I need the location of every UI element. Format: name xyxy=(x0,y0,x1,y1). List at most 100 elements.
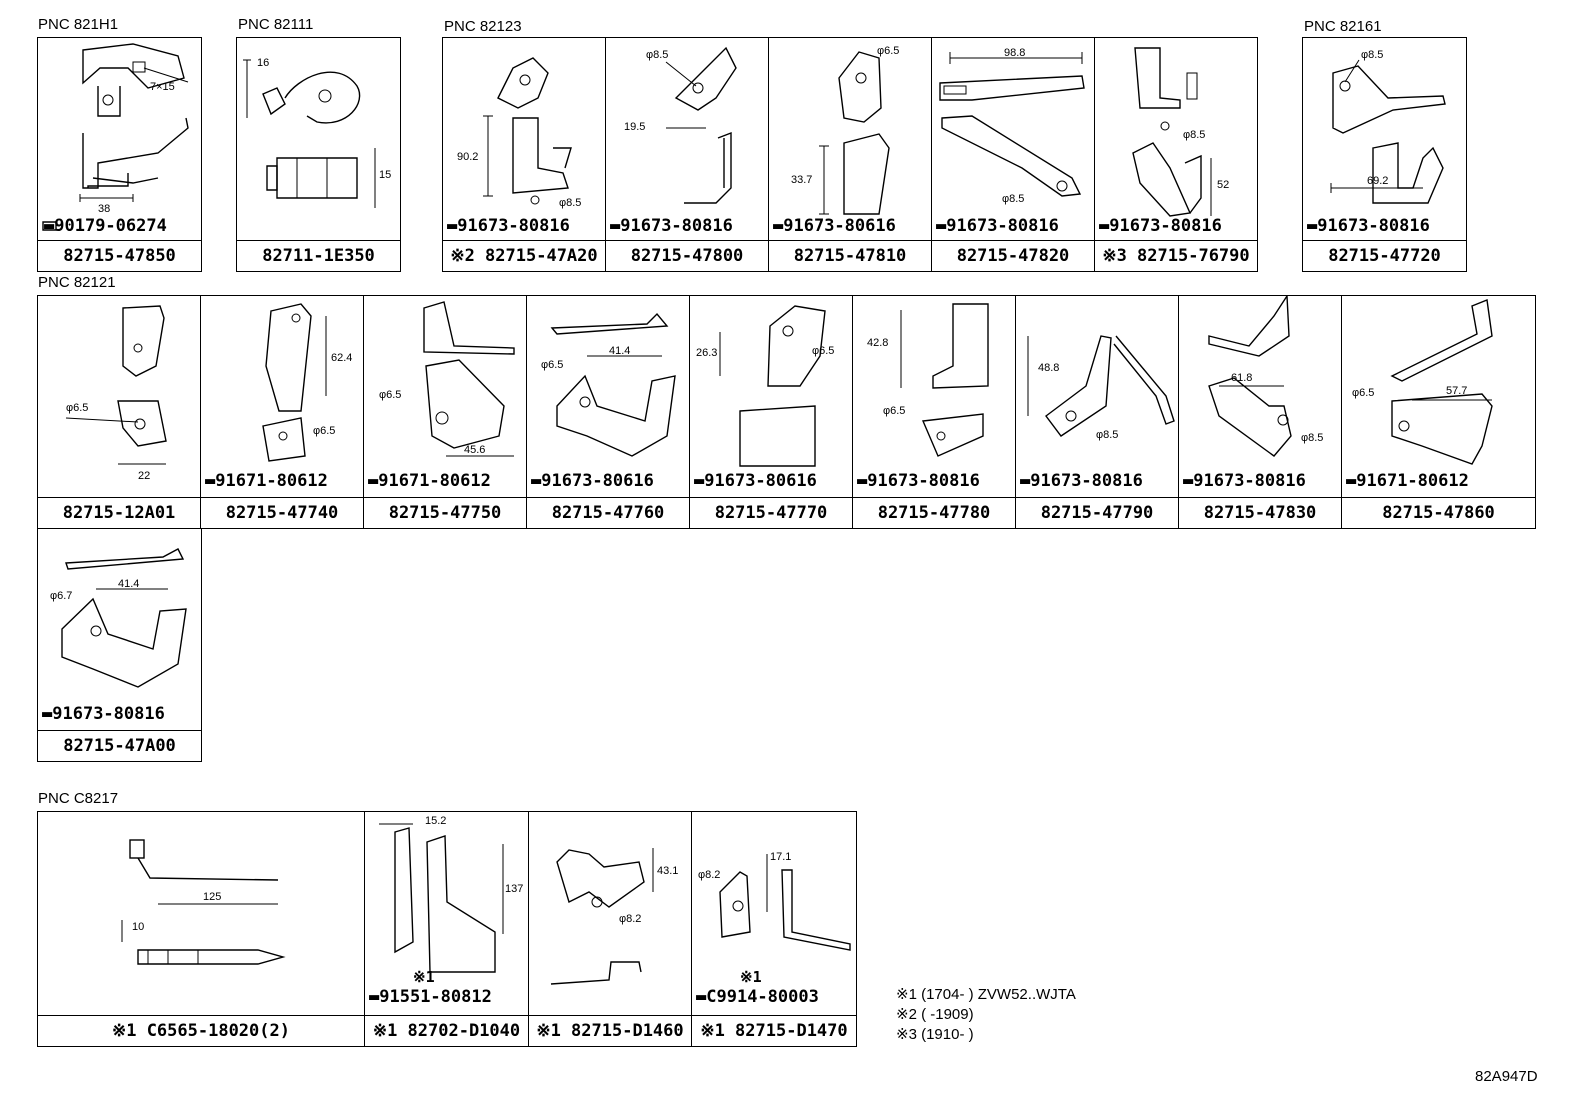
part-cell[interactable]: φ6.5 22 82715-12A01 xyxy=(38,296,201,528)
part-cell[interactable]: 125 10 ※1 C6565-18020(2) xyxy=(38,812,365,1046)
part-cell[interactable]: 26.3 φ6.5 ▬91673-80616 82715-47770 xyxy=(690,296,853,528)
svg-text:φ6.5: φ6.5 xyxy=(883,405,905,417)
bracket-drawing: φ6.5 22 xyxy=(65,305,167,482)
bolt-label: ▬91673-80816 xyxy=(1183,471,1306,491)
part-number-caption[interactable]: 82715-47820 xyxy=(932,240,1094,271)
part-number-caption[interactable]: 82715-47830 xyxy=(1179,497,1341,528)
bracket-drawing: φ8.2 17.1 xyxy=(698,851,851,951)
svg-text:38: 38 xyxy=(98,203,110,215)
svg-text:43.1: 43.1 xyxy=(657,865,678,877)
part-cell[interactable]: 41.4 φ6.7 ▬91673-80816 82715-47A00 xyxy=(38,529,201,761)
svg-text:φ6.5: φ6.5 xyxy=(812,345,834,357)
part-cell[interactable]: 90.2 φ8.5 ▬91673-80816 ※2 82715-47A20 xyxy=(443,38,606,271)
svg-text:7×15: 7×15 xyxy=(150,81,175,93)
svg-text:φ6.5: φ6.5 xyxy=(66,402,88,414)
svg-text:98.8: 98.8 xyxy=(1004,47,1025,59)
svg-text:137: 137 xyxy=(505,883,523,895)
part-panel-82715-47850[interactable]: 7×15 38 ▬90179-06274 82715-47850 xyxy=(37,37,202,272)
part-cell[interactable]: φ8.5 69.2 ▬91673-80816 82715-47720 xyxy=(1303,38,1466,271)
part-number-caption[interactable]: ※2 82715-47A20 xyxy=(443,240,605,271)
part-cell[interactable]: φ8.5 52 ▬91673-80816 ※3 82715-76790 xyxy=(1095,38,1257,271)
bracket-drawing: 48.8 φ8.5 xyxy=(1027,335,1175,441)
svg-text:φ8.5: φ8.5 xyxy=(646,49,668,61)
part-group-c8217: 125 10 ※1 C6565-18020(2) 15.2 137 ※1 ▬91… xyxy=(37,811,857,1047)
part-number-caption[interactable]: 82715-12A01 xyxy=(38,497,200,528)
part-cell[interactable]: 7×15 38 ▬90179-06274 82715-47850 xyxy=(38,38,201,271)
part-number-caption[interactable]: ※1 82715-D1470 xyxy=(692,1015,856,1046)
clip-drawing: 16 15 xyxy=(243,57,391,208)
svg-text:φ6.5: φ6.5 xyxy=(379,389,401,401)
svg-text:125: 125 xyxy=(203,891,221,903)
svg-text:φ6.5: φ6.5 xyxy=(541,359,563,371)
part-cell[interactable]: 16 15 82711-1E350 xyxy=(237,38,400,271)
bolt-label: ▬91671-80612 xyxy=(1346,471,1469,491)
part-number-caption[interactable]: ※1 82702-D1040 xyxy=(365,1015,528,1046)
part-cell[interactable]: 61.8 φ8.5 ▬91673-80816 82715-47830 xyxy=(1179,296,1342,528)
part-cell[interactable]: 41.4 φ6.5 ▬91673-80616 82715-47760 xyxy=(527,296,690,528)
part-cell[interactable]: 48.8 φ8.5 ▬91673-80816 82715-47790 xyxy=(1016,296,1179,528)
part-number-caption[interactable]: 82715-47810 xyxy=(769,240,931,271)
part-number-caption[interactable]: 82715-47760 xyxy=(527,497,689,528)
bolt-label: ▬91673-80816 xyxy=(42,704,165,724)
svg-text:15: 15 xyxy=(379,169,391,181)
bolt-label: ▬91673-80816 xyxy=(1307,216,1430,236)
part-cell[interactable]: 42.8 φ6.5 ▬91673-80816 82715-47780 xyxy=(853,296,1016,528)
part-number-caption[interactable]: ※3 82715-76790 xyxy=(1095,240,1257,271)
bolt-label: ▬91673-80816 xyxy=(936,216,1059,236)
part-number-caption[interactable]: 82715-47A00 xyxy=(38,730,201,761)
svg-text:62.4: 62.4 xyxy=(331,352,352,364)
part-cell[interactable]: φ8.2 17.1 ※1 ▬C9914-80003 ※1 82715-D1470 xyxy=(692,812,856,1046)
svg-text:φ8.5: φ8.5 xyxy=(1361,49,1383,61)
svg-text:57.7: 57.7 xyxy=(1446,385,1467,397)
part-cell[interactable]: 62.4 φ6.5 ▬91671-80612 82715-47740 xyxy=(201,296,364,528)
bolt-label: ▬C9914-80003 xyxy=(696,987,819,1007)
bracket-drawing: φ8.5 52 xyxy=(1132,47,1229,217)
bolt-label: ▬91673-80616 xyxy=(773,216,896,236)
bolt-label: ▬91673-80816 xyxy=(447,216,570,236)
part-number-caption[interactable]: 82715-47860 xyxy=(1342,497,1535,528)
part-number-caption[interactable]: ※1 82715-D1460 xyxy=(529,1015,691,1046)
svg-text:41.4: 41.4 xyxy=(118,578,139,590)
svg-text:φ8.5: φ8.5 xyxy=(1096,429,1118,441)
bolt-mark: ※1 xyxy=(413,968,435,986)
part-number-caption[interactable]: 82715-47850 xyxy=(38,240,201,271)
footnote-3: ※3 (1910- ) xyxy=(896,1026,974,1043)
section-label-82121: PNC 82121 xyxy=(38,274,116,291)
bolt-label: ▬91673-80816 xyxy=(1020,471,1143,491)
part-number-caption[interactable]: 82715-47780 xyxy=(853,497,1015,528)
part-number-caption[interactable]: ※1 C6565-18020(2) xyxy=(38,1015,364,1046)
bolt-label: ▬91551-80812 xyxy=(369,987,492,1007)
bracket-drawing: 90.2 φ8.5 xyxy=(457,57,581,209)
section-label-82123: PNC 82123 xyxy=(444,18,522,35)
bolt-label: ▬91673-80816 xyxy=(610,216,733,236)
bracket-drawing: φ8.5 19.5 xyxy=(624,46,737,204)
part-cell[interactable]: φ6.5 57.7 ▬91671-80612 82715-47860 xyxy=(1342,296,1535,528)
svg-text:41.4: 41.4 xyxy=(609,345,630,357)
bolt-mark: ※1 xyxy=(740,968,762,986)
part-panel-82715-47a00[interactable]: 41.4 φ6.7 ▬91673-80816 82715-47A00 xyxy=(37,528,202,762)
part-number-caption[interactable]: 82715-47790 xyxy=(1016,497,1178,528)
part-number-caption[interactable]: 82711-1E350 xyxy=(237,240,400,271)
svg-text:φ8.5: φ8.5 xyxy=(559,197,581,209)
part-panel-82711-1e350[interactable]: 16 15 82711-1E350 xyxy=(236,37,401,272)
part-number-caption[interactable]: 82715-47720 xyxy=(1303,240,1466,271)
footnote-1: ※1 (1704- ) ZVW52..WJTA xyxy=(896,986,1076,1003)
bolt-label: ▬91671-80612 xyxy=(368,471,491,491)
svg-text:69.2: 69.2 xyxy=(1367,175,1388,187)
part-number-caption[interactable]: 82715-47770 xyxy=(690,497,852,528)
svg-text:42.8: 42.8 xyxy=(867,337,888,349)
part-cell[interactable]: φ8.5 19.5 ▬91673-80816 82715-47800 xyxy=(606,38,769,271)
svg-text:10: 10 xyxy=(132,921,144,933)
part-cell[interactable]: 43.1 φ8.2 ※1 82715-D1460 xyxy=(529,812,692,1046)
part-panel-82715-47720[interactable]: φ8.5 69.2 ▬91673-80816 82715-47720 xyxy=(1302,37,1467,272)
part-group-82123: 90.2 φ8.5 ▬91673-80816 ※2 82715-47A20 φ8… xyxy=(442,37,1258,272)
svg-text:φ6.5: φ6.5 xyxy=(313,425,335,437)
bracket-drawing: 98.8 φ8.5 xyxy=(939,47,1085,205)
part-number-caption[interactable]: 82715-47740 xyxy=(201,497,363,528)
part-cell[interactable]: φ6.5 45.6 ▬91671-80612 82715-47750 xyxy=(364,296,527,528)
part-number-caption[interactable]: 82715-47750 xyxy=(364,497,526,528)
part-cell[interactable]: φ6.5 33.7 ▬91673-80616 82715-47810 xyxy=(769,38,932,271)
part-cell[interactable]: 15.2 137 ※1 ▬91551-80812 ※1 82702-D1040 xyxy=(365,812,529,1046)
part-cell[interactable]: 98.8 φ8.5 ▬91673-80816 82715-47820 xyxy=(932,38,1095,271)
part-number-caption[interactable]: 82715-47800 xyxy=(606,240,768,271)
